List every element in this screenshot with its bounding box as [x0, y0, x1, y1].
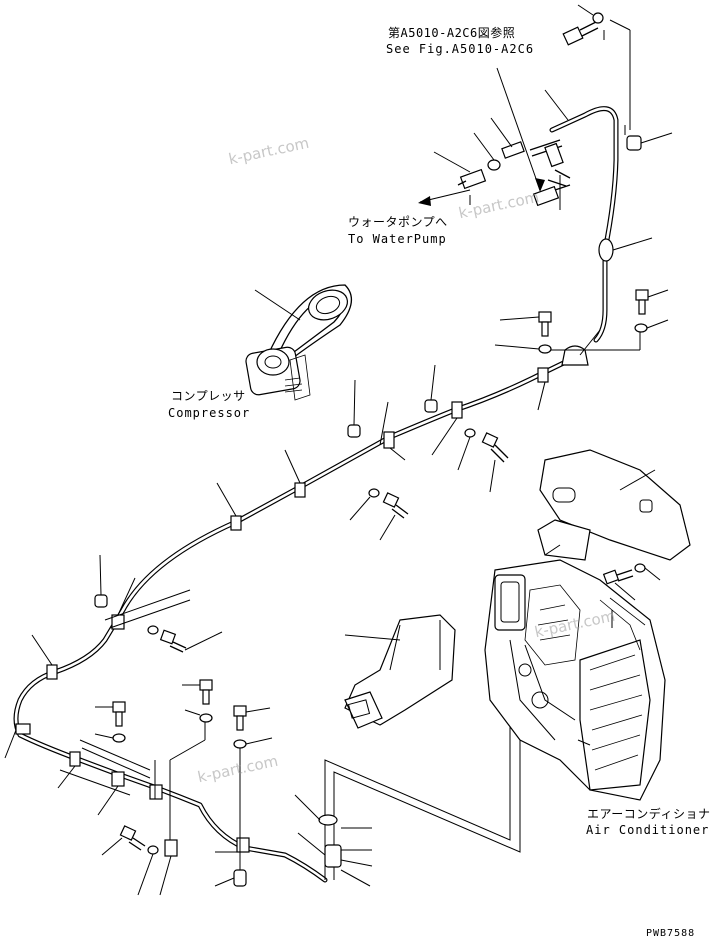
pipe-clamp	[46, 664, 58, 680]
compressor-label-en: Compressor	[168, 406, 251, 420]
pipe-clamp	[69, 751, 81, 767]
waterpump-label-en: To WaterPump	[348, 232, 447, 246]
washer	[147, 625, 159, 635]
pipe-clamp	[15, 723, 31, 735]
hose-clamp	[318, 814, 338, 826]
bracket	[164, 839, 178, 857]
nipple	[501, 141, 525, 159]
bolt	[382, 492, 409, 519]
washer	[233, 739, 247, 749]
water-pump-hose-assembly	[418, 4, 673, 343]
washer	[368, 488, 380, 498]
main-pipe	[4, 329, 641, 883]
pipe-clamp	[294, 482, 306, 498]
fasteners	[94, 289, 669, 896]
ref-fig-label-en: See Fig.A5010-A2C6	[386, 42, 535, 56]
bolt	[119, 825, 146, 851]
bolt	[199, 679, 213, 705]
hose-clamp	[324, 844, 342, 868]
washer	[538, 344, 552, 354]
pipe-clamp	[230, 515, 242, 531]
drawing-code: PWB7588	[646, 928, 696, 939]
washer	[199, 713, 213, 723]
spacer	[347, 424, 361, 438]
bolt	[602, 569, 634, 585]
bolt	[635, 289, 649, 315]
bolt	[233, 705, 247, 731]
washer	[634, 323, 648, 333]
spacer	[94, 594, 108, 608]
bolt	[481, 432, 509, 463]
spacer	[424, 399, 438, 413]
ac-hose-lines	[294, 690, 521, 887]
washer-nipple	[487, 159, 501, 171]
bolt	[159, 629, 187, 653]
bolt	[538, 311, 552, 337]
spacer	[233, 869, 247, 887]
aircon-label-en: Air Conditioner	[586, 823, 710, 837]
pipe-clamp	[383, 431, 395, 449]
valve-body	[532, 185, 560, 207]
bolt-top	[562, 21, 599, 46]
pipe-clamp	[550, 329, 641, 366]
air-conditioner-unit	[484, 559, 666, 801]
water-pump-plug	[457, 168, 487, 190]
aircon-label-jp: エアーコンディショナ	[587, 807, 710, 821]
ref-fig-label-jp: 第A5010-A2C6図参照	[388, 26, 516, 40]
air-duct	[344, 614, 456, 729]
washer	[634, 563, 646, 573]
compressor	[245, 284, 352, 401]
waterpump-label-jp: ウォータポンプへ	[348, 215, 448, 229]
washer	[112, 733, 126, 743]
compressor-label-jp: コンプレッサ	[171, 389, 246, 403]
washer-top	[592, 12, 604, 24]
pipe-clamp	[236, 837, 250, 853]
hose-clamp-2	[598, 238, 614, 262]
pipe-clamp	[537, 367, 549, 383]
pipe-clamp	[149, 784, 163, 800]
hose-clamp-1	[626, 135, 642, 151]
hose-fitting	[544, 142, 564, 168]
pipe-clamp	[451, 401, 463, 419]
washer	[147, 845, 159, 855]
pipe-clamp	[111, 771, 125, 787]
washer	[464, 428, 476, 438]
upper-duct	[537, 449, 691, 601]
bolt	[112, 701, 126, 727]
